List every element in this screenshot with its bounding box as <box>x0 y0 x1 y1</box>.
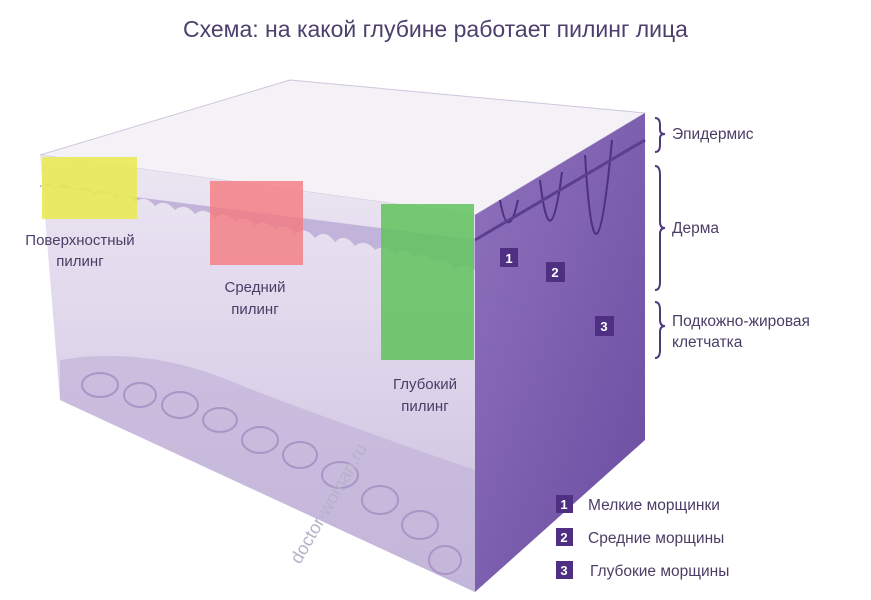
marker-1-badge <box>500 248 518 267</box>
legend-num-2: 2 <box>560 530 567 545</box>
legend: 1 Мелкие морщинки 2 Средние морщины 3 Гл… <box>556 495 729 580</box>
peel-label-medium-2: пилинг <box>231 301 279 318</box>
marker-1: 1 <box>505 251 512 266</box>
legend-num-1: 1 <box>560 497 567 512</box>
peel-band-superficial <box>42 157 137 219</box>
diagram-title: Схема: на какой глубине работает пилинг … <box>183 16 688 42</box>
marker-3: 3 <box>600 319 607 334</box>
marker-2: 2 <box>551 265 558 280</box>
layer-braces <box>654 117 666 359</box>
legend-label-3: Глубокие морщины <box>590 563 729 580</box>
legend-label-1: Мелкие морщинки <box>588 497 720 514</box>
layer-label-epidermis: Эпидермис <box>672 126 754 143</box>
peel-label-medium: Средний <box>225 279 286 296</box>
layer-label-subcutaneous: Подкожно-жировая <box>672 313 810 330</box>
peel-label-deep: Глубокий <box>393 376 457 393</box>
peel-band-medium <box>210 181 303 265</box>
layer-label-subcutaneous-2: клетчатка <box>672 334 743 351</box>
subcutaneous-fat <box>60 355 475 592</box>
marker-3-badge <box>595 316 614 336</box>
legend-num-3: 3 <box>560 563 567 578</box>
cube-right-face <box>475 113 645 592</box>
marker-2-badge <box>546 262 565 282</box>
epidermis-edge <box>474 138 646 242</box>
layer-label-dermis: Дерма <box>672 220 719 237</box>
peel-label-deep-2: пилинг <box>401 398 449 415</box>
peel-label-superficial-2: пилинг <box>56 253 104 270</box>
fat-cells <box>81 372 462 575</box>
legend-label-2: Средние морщины <box>588 530 724 547</box>
peel-label-superficial: Поверхностный <box>25 232 134 249</box>
peel-band-deep <box>381 204 474 360</box>
